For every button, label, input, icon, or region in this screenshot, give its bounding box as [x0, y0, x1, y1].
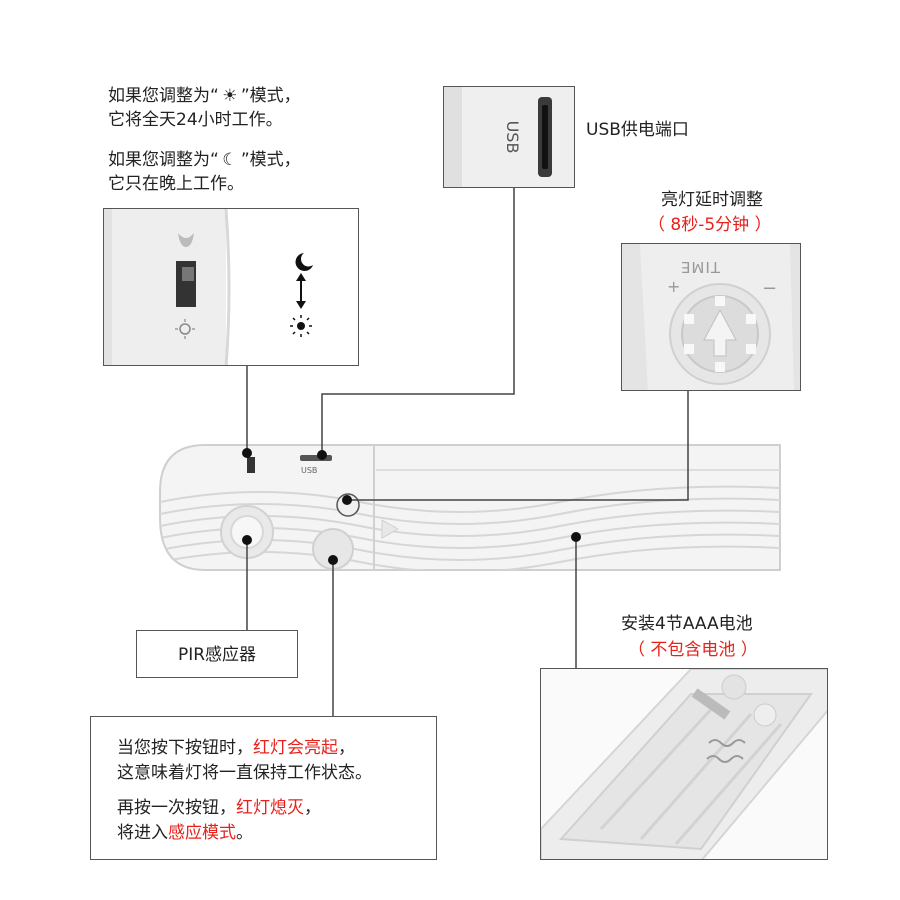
time-dial-inset: + − TIME [621, 243, 801, 391]
dial-plus-sign: + [667, 277, 680, 296]
button-info-line2: 这意味着灯将一直保持工作状态。 [117, 763, 372, 783]
usb-label: USB供电端口 [586, 120, 689, 140]
delay-label: 亮灯延时调整 [661, 190, 763, 210]
time-dial-illustration: + − [622, 244, 800, 390]
day-mode-text: 如果您调整为“☀”模式， [108, 86, 301, 106]
battery-inset [540, 668, 828, 860]
button-info-line3: 再按一次按钮，红灯熄灭， [117, 798, 321, 818]
day-mode-text-line2: 它将全天24小时工作。 [108, 110, 283, 130]
battery-note: （ 不包含电池 ） [628, 640, 758, 660]
button-info-line4: 将进入感应模式。 [117, 823, 253, 843]
night-mode-text-line2: 它只在晚上工作。 [108, 174, 244, 194]
usb-port-illustration [444, 87, 574, 187]
button-info-line1: 当您按下按钮时，红灯会亮起， [117, 738, 355, 758]
night-mode-text: 如果您调整为“☾”模式， [108, 150, 301, 170]
mode-switch-inset [103, 208, 359, 366]
battery-label: 安装4节AAA电池 [621, 614, 753, 634]
mode-switch-illustration [104, 209, 313, 365]
button-info-box: 当您按下按钮时，红灯会亮起， 这意味着灯将一直保持工作状态。 再按一次按钮，红灯… [90, 716, 437, 860]
usb-port-inset: USB [443, 86, 575, 188]
moon-icon: ☾ [222, 150, 238, 170]
delay-range: （ 8秒-5分钟 ） [648, 215, 772, 235]
battery-compartment-illustration [541, 669, 827, 859]
pir-label: PIR感应器 [177, 645, 257, 665]
pir-label-box: PIR感应器 [136, 630, 298, 678]
dial-minus-sign: − [762, 278, 777, 299]
sun-icon: ☀ [222, 86, 238, 106]
device-usb-text: USB [301, 466, 318, 475]
